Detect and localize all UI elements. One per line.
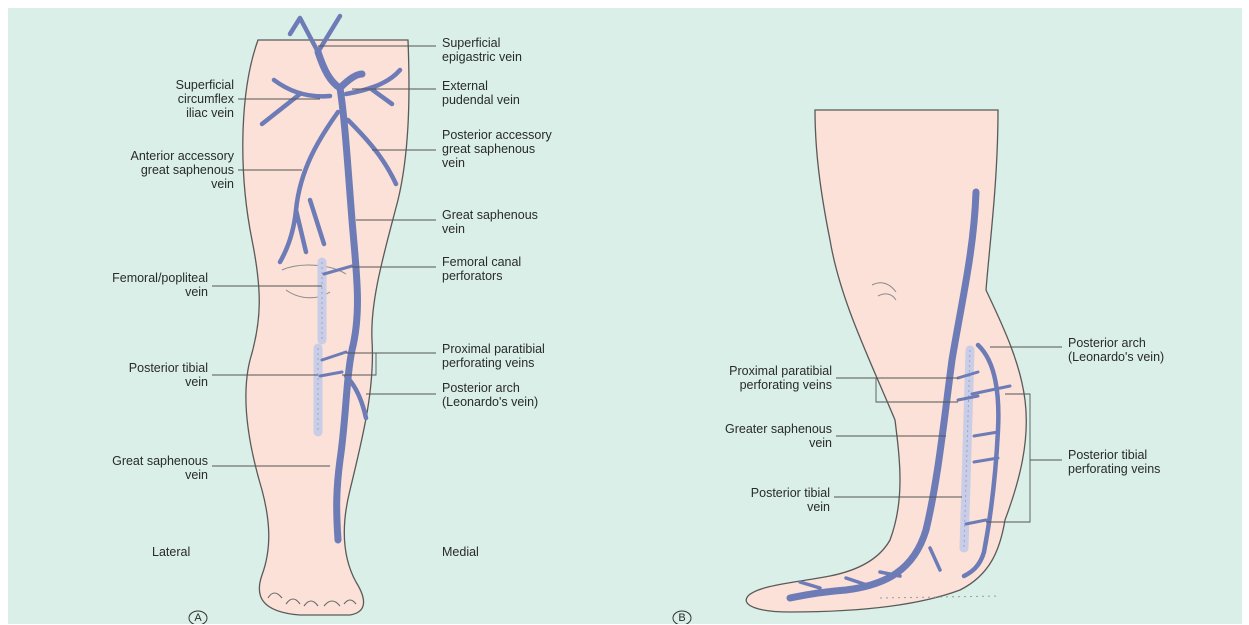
label-lateral: Lateral bbox=[152, 545, 190, 559]
label-anterior-accessory-vein: Anterior accessory great saphenous vein bbox=[40, 149, 234, 191]
label-great-saphenous-vein-lower: Great saphenous vein bbox=[40, 454, 208, 482]
label-posterior-tibial-perforating-veins: Posterior tibial perforating veins bbox=[1068, 448, 1160, 476]
deep-vein-a bbox=[318, 262, 322, 432]
leg-b-outline bbox=[746, 110, 1026, 612]
label-posterior-tibial-vein-a: Posterior tibial vein bbox=[40, 361, 208, 389]
label-proximal-paratibial-a: Proximal paratibial perforating veins bbox=[442, 342, 545, 370]
label-superficial-epigastric-vein: Superficial epigastric vein bbox=[442, 36, 522, 64]
label-posterior-tibial-vein-b: Posterior tibial vein bbox=[652, 486, 830, 514]
panel-markers bbox=[189, 611, 691, 624]
deep-vein-b bbox=[964, 350, 970, 548]
label-femoral-popliteal-vein: Femoral/popliteal vein bbox=[40, 271, 208, 299]
label-posterior-arch-b: Posterior arch (Leonardo's vein) bbox=[1068, 336, 1164, 364]
label-posterior-accessory-vein: Posterior accessory great saphenous vein bbox=[442, 128, 552, 170]
label-greater-saphenous-vein: Greater saphenous vein bbox=[652, 422, 832, 450]
label-proximal-paratibial-b: Proximal paratibial perforating veins bbox=[652, 364, 832, 392]
label-femoral-canal-perforators: Femoral canal perforators bbox=[442, 255, 521, 283]
leg-side-view bbox=[746, 110, 1026, 612]
label-great-saphenous-vein-upper: Great saphenous vein bbox=[442, 208, 538, 236]
label-medial: Medial bbox=[442, 545, 479, 559]
label-posterior-arch-a: Posterior arch (Leonardo's vein) bbox=[442, 381, 538, 409]
leg-front-view bbox=[243, 16, 409, 615]
panel-marker-b: B bbox=[673, 611, 691, 625]
label-external-pudendal-vein: External pudendal vein bbox=[442, 79, 520, 107]
label-superficial-circumflex-iliac-vein: Superficial circumflex iliac vein bbox=[112, 78, 234, 120]
panel-marker-a: A bbox=[189, 611, 207, 625]
